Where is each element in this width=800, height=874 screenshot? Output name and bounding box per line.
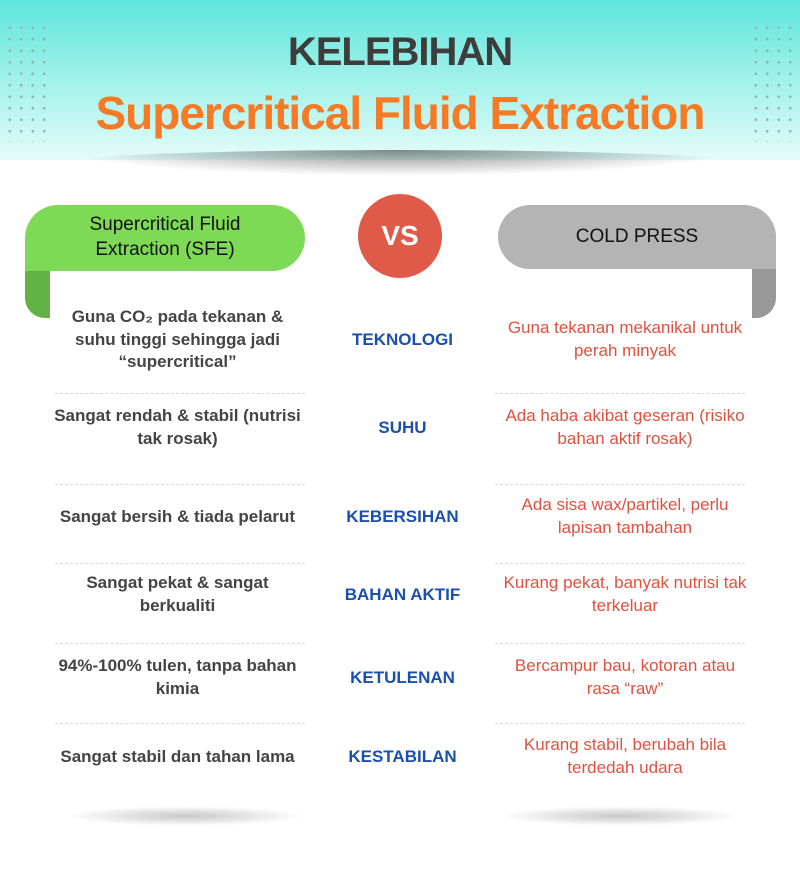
header-shadow [60, 150, 740, 176]
vs-badge: VS [358, 194, 442, 278]
row-divider [495, 723, 745, 724]
table-row: Sangat pekat & sangat berkualiti BAHAN AK… [50, 555, 750, 635]
dot-pattern-left [4, 22, 52, 142]
dot-pattern-right [750, 22, 798, 142]
left-ribbon-fold [25, 270, 50, 318]
row-divider [495, 484, 745, 485]
right-ribbon-fold [752, 268, 776, 318]
sfe-cell: Sangat stabil dan tahan lama [60, 746, 295, 766]
category-label: KEBERSIHAN [346, 507, 459, 526]
sfe-column-header: Supercritical Fluid Extraction (SFE) [25, 205, 305, 271]
page-title: KELEBIHAN [287, 30, 513, 74]
row-divider [495, 393, 745, 394]
cold-press-cell: Kurang stabil, berubah bila terdedah uda… [523, 735, 727, 777]
sfe-cell: Sangat bersih & tiada pelarut [59, 506, 296, 526]
sfe-cell: Guna CO₂ pada tekanan & suhu tinggi sehi… [71, 306, 284, 372]
sfe-cell: Sangat rendah & stabil (nutrisi tak rosa… [54, 406, 301, 448]
row-divider [55, 643, 305, 644]
row-divider [55, 563, 305, 564]
cold-press-header-label: COLD PRESS [575, 225, 699, 247]
cold-press-cell: Bercampur bau, kotoran atau rasa “raw” [514, 656, 736, 698]
category-label: KESTABILAN [348, 747, 457, 766]
right-bottom-shadow [500, 806, 740, 826]
page-subtitle: Supercritical Fluid Extraction [95, 87, 705, 139]
sfe-cell: 94%-100% tulen, tanpa bahan kimia [58, 656, 297, 698]
sfe-header-label: Supercritical Fluid Extraction (SFE) [89, 214, 241, 260]
left-bottom-shadow [65, 806, 305, 826]
table-row: Sangat bersih & tiada pelarut KEBERSIHAN A… [50, 477, 750, 557]
table-row: Sangat stabil dan tahan lama KESTABILAN Ku… [50, 717, 750, 797]
row-divider [55, 484, 305, 485]
sfe-cell: Sangat pekat & sangat berkualiti [86, 573, 269, 615]
category-label: KETULENAN [350, 668, 455, 687]
row-divider [55, 723, 305, 724]
row-divider [495, 563, 745, 564]
cold-press-cell: Guna tekanan mekanikal untuk perah minya… [507, 318, 743, 360]
table-row: 94%-100% tulen, tanpa bahan kimia KETULEN… [50, 638, 750, 718]
cold-press-cell: Kurang pekat, banyak nutrisi tak terkelu… [503, 573, 747, 615]
cold-press-cell: Ada sisa wax/partikel, perlu lapisan tam… [521, 495, 729, 537]
cold-press-cell: Ada haba akibat geseran (risiko bahan ak… [505, 406, 745, 448]
cold-press-column-header: COLD PRESS [498, 205, 776, 269]
table-row: Sangat rendah & stabil (nutrisi tak rosa… [50, 388, 750, 468]
header-banner [0, 0, 800, 160]
category-label: BAHAN AKTIF [344, 585, 461, 604]
row-divider [495, 643, 745, 644]
row-divider [55, 393, 305, 394]
category-label: SUHU [378, 418, 427, 437]
category-label: TEKNOLOGI [351, 330, 454, 349]
table-row: Guna CO₂ pada tekanan & suhu tinggi sehi… [50, 300, 750, 380]
